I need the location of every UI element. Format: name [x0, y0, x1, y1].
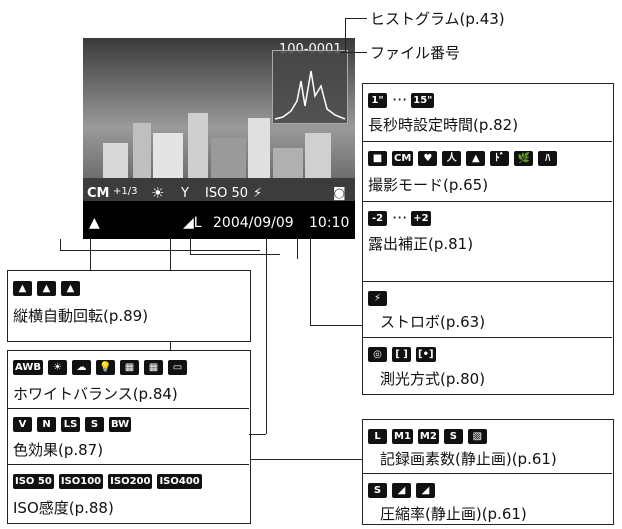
exposure-label: 露出補正(p.81) — [368, 235, 474, 253]
iso-overlay: ISO 50 — [205, 186, 248, 201]
flash-metering-box — [362, 281, 614, 395]
metering-icons: ◎[ ][•] — [368, 344, 441, 363]
color-effect-label: 色効果(p.87) — [13, 441, 104, 459]
shooting-mode-icons: ■CM♥人▲ﾄﾞ🌿ﾊ — [368, 148, 562, 167]
exposure-comp-overlay: +1/3 — [113, 186, 138, 197]
histogram-graph — [274, 70, 346, 120]
flash-icons: ⚡ — [368, 288, 392, 307]
iso-label: ISO感度(p.88) — [13, 499, 114, 517]
color-effect-overlay: Y — [181, 186, 189, 201]
exposure-icons: -2···+2 — [368, 208, 436, 227]
left-lower-box — [7, 350, 251, 524]
white-balance-icons: AWB☀☁💡▦▦▭ — [13, 357, 192, 376]
resolution-label: 記録画素数(静止画)(p.61) — [380, 450, 557, 468]
histogram-panel — [272, 50, 348, 124]
skyline-graphic — [83, 113, 355, 201]
histogram-callout: ヒストグラム(p.43) — [370, 10, 505, 28]
flash-icon: ⚡ — [253, 186, 263, 201]
file-number-callout: ファイル番号 — [370, 44, 461, 62]
right-upper-box — [362, 83, 614, 313]
metering-label: 測光方式(p.80) — [380, 370, 486, 388]
white-balance-label: ホワイトバランス(p.84) — [13, 385, 178, 403]
metering-icon: ◙ — [333, 186, 346, 201]
shooting-mode-label: 撮影モード(p.65) — [368, 176, 489, 194]
white-balance-icon: ☀ — [151, 184, 165, 202]
date-overlay: 2004/09/09 — [213, 215, 294, 231]
shooting-mode-overlay: CM — [87, 186, 110, 201]
compression-label: 圧縮率(静止画)(p.61) — [380, 505, 527, 523]
compression-icons: S◢◢ — [368, 480, 440, 499]
time-overlay: 10:10 — [309, 215, 350, 231]
rotation-icons: ▲▲▲ — [13, 278, 85, 297]
flash-label: ストロボ(p.63) — [380, 313, 486, 331]
compression-icon: ◢L — [183, 215, 202, 231]
rotation-label: 縦横自動回転(p.89) — [13, 307, 149, 325]
long-shutter-icons: 1"···15" — [368, 90, 439, 109]
rotation-icon: ▲ — [89, 215, 100, 231]
long-shutter-label: 長秒時設定時間(p.82) — [368, 116, 519, 134]
